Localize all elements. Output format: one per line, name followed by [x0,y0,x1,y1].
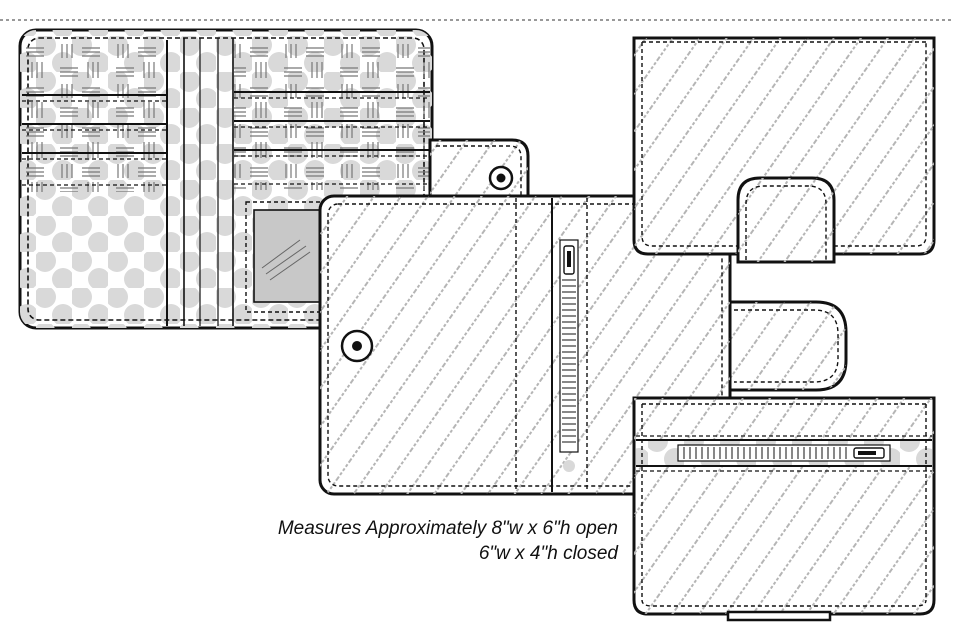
vertical-zipper [559,239,579,472]
wallet-closed-front [632,36,936,264]
wallet-closed-back [632,396,936,622]
dimensions-caption-open: Measures Approximately 8"w x 6"h open [277,518,618,539]
right-card-slots [234,42,430,190]
closure-tab [736,176,836,264]
bottom-tab-edge [726,610,832,622]
left-card-slots [22,40,168,326]
id-window [245,201,331,313]
horizontal-zipper [677,444,891,462]
strap-tab [726,300,848,392]
dimensions-caption-closed: 6"w x 4"h closed [478,543,618,564]
back-flap [428,138,530,204]
wallet-open-exterior [318,138,848,496]
center-spine [183,38,234,326]
